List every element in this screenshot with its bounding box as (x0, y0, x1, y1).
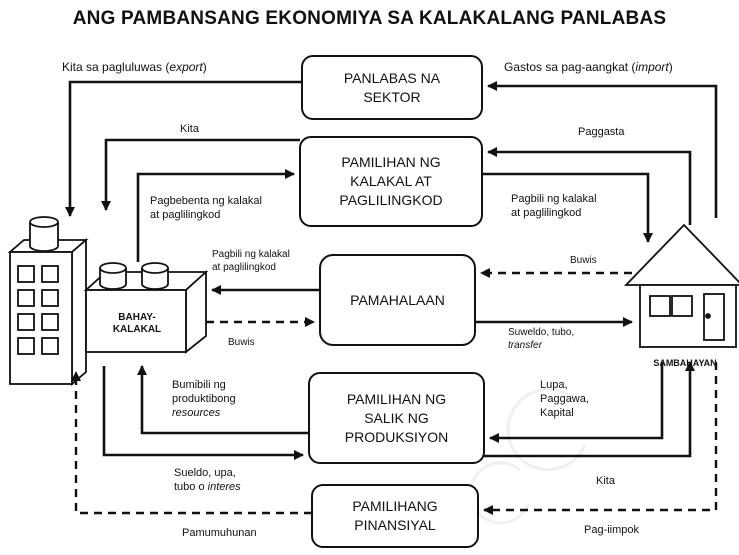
box-pinansiyal-text: PAMILIHANG PINANSIYAL (312, 485, 478, 547)
label-pag-iimpok: Pag-iimpok (584, 524, 640, 536)
label-kita-top: Kita (180, 123, 199, 135)
arrow-pag-iimpok (483, 362, 718, 515)
box-line: PAGLILINGKOD (339, 192, 443, 208)
arrow-pagbebenta (136, 169, 295, 262)
box-pamilihan-kalakal (299, 136, 483, 227)
arrow-lupa (489, 362, 664, 443)
label-part: import (635, 60, 669, 74)
box-panlabas-text: PANLABAS NA SEKTOR (302, 56, 482, 119)
bahay-kalakal-label: BAHAY- KALAKAL (88, 312, 186, 336)
label-line: Sueldo, upa, (174, 467, 236, 479)
box-line: PAMILIHANG (352, 498, 438, 514)
label-part: Kita sa pagluluwas ( (62, 60, 170, 74)
label-line: produktibong (172, 393, 236, 405)
box-line: PRODUKSIYON (344, 428, 449, 445)
label-pagbebenta: Pagbebenta ng kalakal at paglilingkod (150, 194, 262, 222)
label-part: ) (202, 60, 207, 74)
box-salik-produksiyon (308, 372, 485, 464)
label-part: Gastos sa pag-aangkat ( (504, 60, 636, 74)
label-part: export (169, 60, 203, 74)
bahay-kalakal-drawing (7, 216, 209, 386)
arrow-export (65, 80, 302, 217)
label-lupa: Lupa, Paggawa, Kapital (540, 378, 589, 420)
label-paggasta: Paggasta (578, 126, 625, 138)
label-line: Pagbili ng kalakal (212, 249, 290, 260)
label-line: transfer (508, 340, 542, 351)
label-line: at paglilingkod (150, 209, 221, 221)
label-buwis-left: Buwis (228, 337, 255, 348)
box-line: SALIK NG (364, 409, 429, 426)
label-pagbili-left: Pagbili ng kalakal at paglilingkod (212, 248, 290, 274)
actor-line: KALAKAL (112, 324, 162, 335)
label-line: tubo o interes (174, 480, 241, 494)
label-line: Pagbili ng kalakal (511, 193, 597, 205)
label-line: at paglilingkod (511, 207, 582, 219)
box-line: PANLABAS NA (343, 69, 441, 86)
label-part: ) (668, 60, 673, 74)
arrow-kita-bottom (484, 361, 695, 458)
box-pamahalaan (319, 254, 476, 346)
label-pagbili-right: Pagbili ng kalakal at paglilingkod (511, 192, 597, 220)
arrow-paggasta (487, 147, 692, 225)
label-line: Paggawa, (540, 393, 589, 405)
box-line: PAMILIHAN NG (346, 390, 447, 407)
arrow-pamumuhunan (71, 371, 312, 515)
label-part: tubo o (174, 481, 208, 493)
label-part: interes (207, 481, 241, 493)
box-pamilihang-pinansiyal (311, 484, 479, 548)
label-import: Gastos sa pag-aangkat (import) (504, 60, 673, 74)
arrow-import (487, 81, 718, 218)
box-line: PAMILIHAN NG (341, 154, 441, 170)
sambahayan-house-drawing (623, 223, 739, 348)
label-suweldo: Suweldo, tubo, transfer (508, 326, 574, 352)
diagram-title: ANG PAMBANSANG EKONOMIYA SA KALAKALANG P… (72, 8, 667, 29)
box-pamahalaan-text: PAMAHALAAN (320, 255, 475, 345)
arrow-sueldo-upa (102, 366, 304, 460)
label-line: Pagbebenta ng kalakal (150, 195, 262, 207)
box-line: SEKTOR (363, 88, 421, 105)
label-line: Bumibili ng (172, 379, 226, 391)
label-line: Lupa, (540, 379, 568, 391)
actor-line: BAHAY- (118, 312, 156, 323)
label-sueldo-upa: Sueldo, upa, tubo o interes (174, 466, 241, 494)
label-line: at paglilingkod (212, 262, 276, 273)
box-pamilihan-kalakal-text: PAMILIHAN NG KALAKAL AT PAGLILINGKOD (300, 137, 482, 226)
label-kita-bottom: Kita (596, 475, 615, 487)
label-pamumuhunan: Pamumuhunan (182, 527, 257, 539)
box-line: KALAKAL AT (350, 173, 432, 189)
label-bumibili: Bumibili ng produktibong resources (172, 378, 236, 420)
arrow-kita-top (101, 138, 300, 211)
box-line: PINANSIYAL (354, 517, 436, 533)
arrow-bumibili (137, 365, 309, 435)
box-line: PAMAHALAAN (350, 291, 445, 308)
label-export: Kita sa pagluluwas (export) (62, 60, 207, 74)
arrow-pagbili-right (482, 172, 653, 243)
label-line: resources (172, 407, 221, 419)
label-line: Suweldo, tubo, (508, 327, 575, 338)
box-salik-text: PAMILIHAN NG SALIK NG PRODUKSIYON (309, 373, 484, 463)
sambahayan-label: SAMBAHAYAN (653, 358, 717, 368)
box-panlabas-na-sektor (301, 55, 483, 120)
label-line: Kapital (540, 407, 574, 419)
label-buwis-right: Buwis (570, 255, 597, 266)
